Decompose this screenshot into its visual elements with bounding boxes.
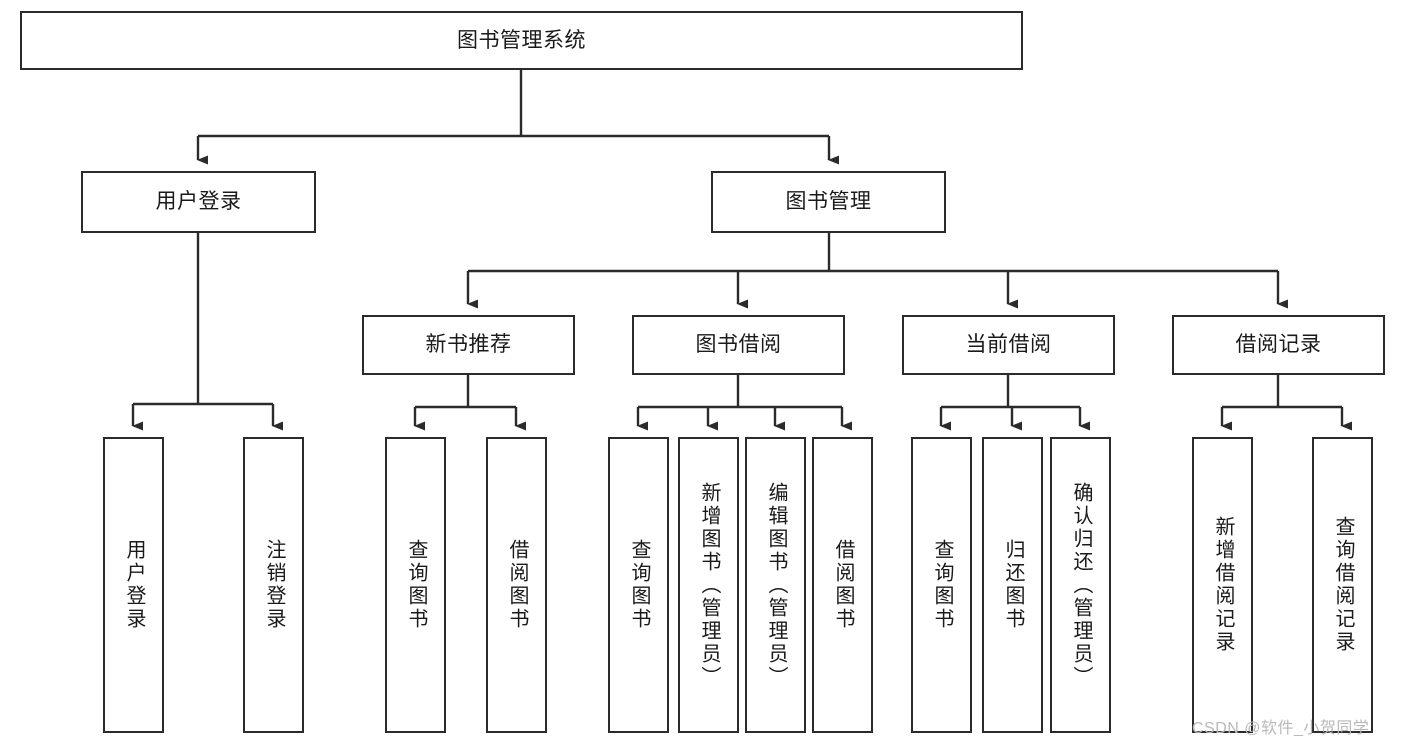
- leaf-label: 查询借阅记录: [1332, 516, 1354, 654]
- leaf-label: 查询图书: [931, 539, 953, 631]
- leaf-borrow-books-bb[interactable]: 借阅图书: [812, 437, 873, 733]
- node-borrow-record[interactable]: 借阅记录: [1172, 315, 1385, 375]
- node-new-book-recommend[interactable]: 新书推荐: [362, 315, 575, 375]
- node-user-login[interactable]: 用户登录: [81, 171, 316, 233]
- node-book-borrow[interactable]: 图书借阅: [632, 315, 845, 375]
- leaf-query-borrow-record[interactable]: 查询借阅记录: [1312, 437, 1373, 733]
- leaf-add-book-admin[interactable]: 新增图书（管理员）: [678, 437, 739, 733]
- node-current-borrow-label: 当前借阅: [965, 333, 1052, 357]
- csdn-watermark: CSDN @软件_小贺同学: [1192, 720, 1370, 737]
- node-user-login-label: 用户登录: [155, 190, 242, 214]
- leaf-label: 确认归还（管理员）: [1070, 481, 1092, 689]
- leaf-label: 新增图书（管理员）: [698, 481, 720, 689]
- node-current-borrow[interactable]: 当前借阅: [902, 315, 1115, 375]
- leaf-return-books[interactable]: 归还图书: [982, 437, 1043, 733]
- leaf-label: 查询图书: [405, 539, 427, 631]
- node-borrow-record-label: 借阅记录: [1235, 333, 1322, 357]
- leaf-query-books-nbr[interactable]: 查询图书: [385, 437, 446, 733]
- leaf-label: 新增借阅记录: [1212, 516, 1234, 654]
- node-book-borrow-label: 图书借阅: [695, 333, 782, 357]
- leaf-confirm-return-admin[interactable]: 确认归还（管理员）: [1050, 437, 1111, 733]
- leaf-borrow-books-nbr[interactable]: 借阅图书: [486, 437, 547, 733]
- leaf-label: 编辑图书（管理员）: [765, 481, 787, 689]
- node-book-management[interactable]: 图书管理: [711, 171, 946, 233]
- node-book-management-label: 图书管理: [785, 190, 872, 214]
- node-root-label: 图书管理系统: [457, 28, 586, 52]
- leaf-add-borrow-record[interactable]: 新增借阅记录: [1192, 437, 1253, 733]
- leaf-edit-book-admin[interactable]: 编辑图书（管理员）: [745, 437, 806, 733]
- leaf-label: 用户登录: [123, 539, 145, 631]
- leaf-logout[interactable]: 注销登录: [243, 437, 304, 733]
- leaf-label: 借阅图书: [832, 539, 854, 631]
- leaf-user-login[interactable]: 用户登录: [103, 437, 164, 733]
- leaf-query-books-cb[interactable]: 查询图书: [911, 437, 972, 733]
- leaf-query-books-bb[interactable]: 查询图书: [608, 437, 669, 733]
- leaf-label: 借阅图书: [506, 539, 528, 631]
- node-root[interactable]: 图书管理系统: [20, 11, 1023, 70]
- leaf-label: 注销登录: [263, 539, 285, 631]
- leaf-label: 查询图书: [628, 539, 650, 631]
- edges: [131, 70, 1352, 431]
- node-new-book-recommend-label: 新书推荐: [425, 333, 512, 357]
- leaf-label: 归还图书: [1002, 539, 1024, 631]
